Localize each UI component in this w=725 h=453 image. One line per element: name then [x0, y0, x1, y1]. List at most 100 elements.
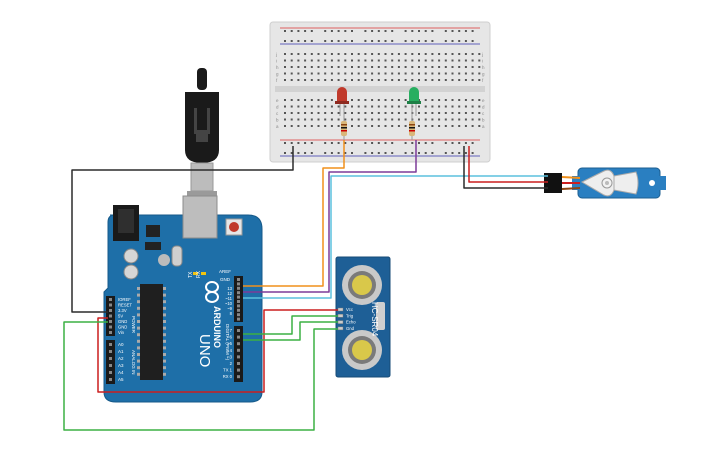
breadboard-row-label: d [482, 104, 485, 109]
terminal-hole [297, 72, 300, 75]
arduino-brand-label: ARDUINO [212, 306, 222, 348]
terminal-hole [284, 99, 286, 101]
terminal-hole [297, 118, 300, 121]
terminal-hole [438, 112, 441, 114]
terminal-hole [424, 112, 427, 114]
terminal-hole [424, 105, 427, 108]
terminal-hole [304, 99, 307, 101]
terminal-hole [464, 118, 467, 121]
terminal-hole [451, 99, 454, 101]
ultrasonic-sensor[interactable] [335, 256, 391, 378]
terminal-hole [458, 72, 461, 75]
terminal-hole [391, 66, 394, 68]
terminal-hole [404, 79, 407, 81]
digital-pin-label: 13 [227, 286, 232, 291]
wire-pin13-orange [243, 140, 345, 287]
terminal-hole [351, 99, 353, 101]
terminal-hole [458, 105, 461, 108]
terminal-hole [478, 105, 481, 108]
terminal-hole [404, 112, 407, 114]
terminal-hole [458, 53, 461, 55]
terminal-hole [290, 112, 293, 114]
terminal-hole [357, 72, 360, 75]
rail-hole [431, 142, 434, 144]
rail-hole [431, 30, 434, 32]
analog-pin-label: A4 [118, 370, 124, 375]
rail-hole [290, 142, 293, 144]
rail-hole [384, 152, 387, 154]
rail-hole [284, 40, 286, 42]
terminal-hole [451, 79, 454, 81]
terminal-hole [397, 53, 400, 55]
terminal-hole [404, 53, 407, 55]
rail-hole [464, 152, 467, 154]
rail-hole [391, 40, 394, 42]
terminal-hole [451, 53, 454, 55]
wire-trig-green [243, 315, 338, 335]
rail-hole [384, 30, 387, 32]
analog-pin-label: A3 [118, 363, 124, 368]
rail-hole [471, 142, 474, 144]
terminal-hole [304, 59, 307, 62]
terminal-hole [411, 66, 414, 68]
terminal-hole [344, 112, 347, 114]
terminal-hole [418, 59, 420, 62]
terminal-hole [337, 72, 340, 75]
terminal-hole [377, 105, 380, 108]
terminal-hole [351, 118, 353, 121]
led-green [407, 87, 421, 116]
terminal-hole [284, 118, 286, 121]
rail-hole [284, 30, 286, 32]
terminal-hole [351, 72, 353, 75]
rx-label: RX [196, 270, 202, 278]
terminal-hole [317, 105, 320, 108]
arduino-logo-icon [205, 281, 219, 303]
terminal-hole [377, 118, 380, 121]
terminal-hole [364, 105, 367, 108]
terminal-hole [297, 125, 300, 127]
rail-hole [290, 40, 293, 42]
terminal-hole [310, 99, 313, 101]
terminal-hole [317, 125, 320, 127]
terminal-hole [344, 72, 347, 75]
power-header-title: POWER [131, 316, 136, 334]
terminal-hole [290, 79, 293, 81]
digital-pin-label: 8 [230, 311, 233, 316]
rail-hole [464, 142, 467, 144]
servo-motor[interactable] [572, 167, 666, 199]
rail-hole [364, 30, 367, 32]
terminal-hole [438, 59, 441, 62]
terminal-hole [344, 79, 347, 81]
terminal-hole [418, 125, 420, 127]
terminal-hole [344, 66, 347, 68]
terminal-hole [317, 112, 320, 114]
terminal-hole [424, 66, 427, 68]
digital-pin-label: ~9 [227, 306, 232, 311]
rail-hole [344, 142, 347, 144]
rail-hole [310, 142, 313, 144]
terminal-hole [444, 66, 447, 68]
terminal-hole [317, 118, 320, 121]
breadboard-row-label: h [482, 65, 485, 70]
terminal-hole [357, 79, 360, 81]
arduino-uno-board[interactable] [103, 195, 263, 403]
digital-pin-label: 2 [230, 361, 233, 366]
analog-pin-label: A0 [118, 342, 124, 347]
rail-hole [304, 40, 307, 42]
sensor-pin [337, 307, 344, 312]
terminal-hole [418, 118, 420, 121]
terminal-hole [418, 79, 420, 81]
terminal-hole [290, 118, 293, 121]
terminal-hole [431, 125, 434, 127]
terminal-hole [330, 105, 333, 108]
rail-hole [290, 30, 293, 32]
rail-hole [377, 30, 380, 32]
rail-hole [404, 142, 407, 144]
rail-hole [330, 40, 333, 42]
breadboard-row-label: b [482, 117, 485, 122]
rail-hole [391, 152, 394, 154]
